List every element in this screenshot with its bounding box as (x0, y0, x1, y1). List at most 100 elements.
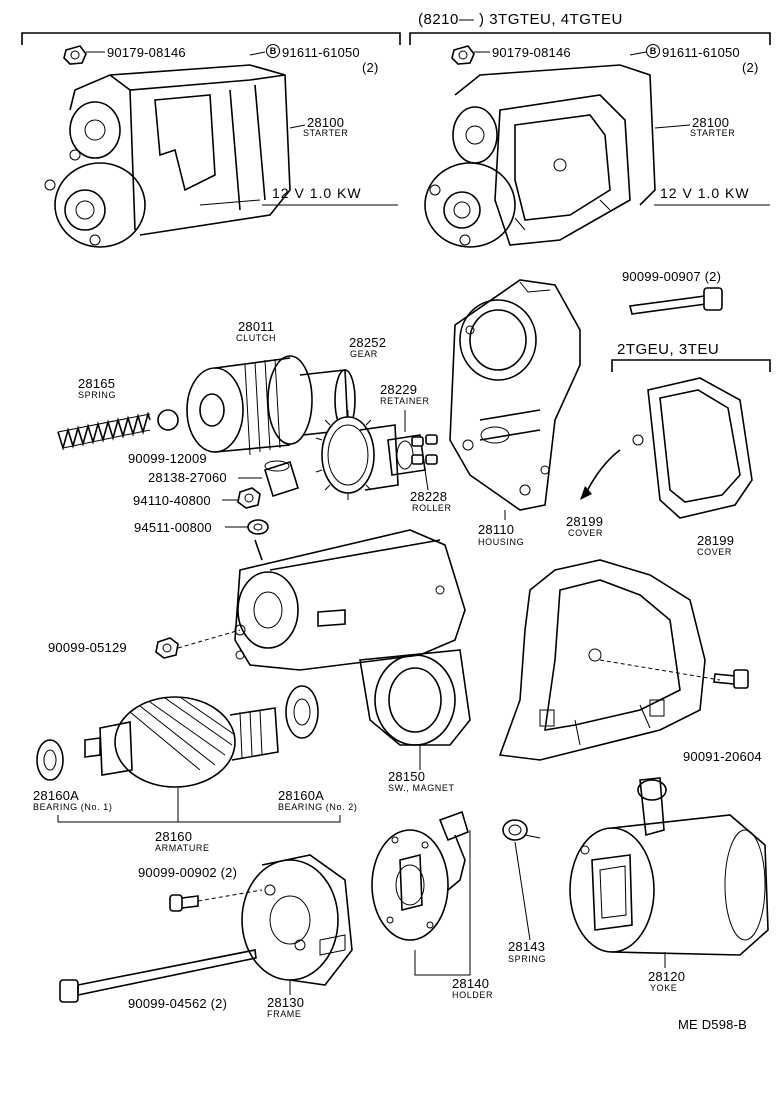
nut-left-number: 90179-08146 (107, 45, 186, 60)
bearing-2-number: 28160A (278, 788, 325, 803)
starter-right-drawing (424, 64, 656, 248)
top-right-bracket (409, 32, 771, 45)
leader (249, 51, 266, 56)
cover-mid-number: 28199 (566, 514, 604, 529)
roller-name: ROLLER (412, 503, 452, 513)
armature-bracket (57, 815, 341, 823)
rating-right: 12 V 1.0 KW (660, 185, 750, 201)
nut-right-drawing (451, 45, 475, 65)
bolt-right-marker: B (646, 44, 660, 58)
bolt-right-qty: (2) (742, 60, 759, 75)
bolt-left-marker-circle: B (266, 44, 280, 58)
leader (289, 124, 306, 129)
cover-variant-bracket (611, 359, 771, 372)
nut-left-drawing (63, 45, 87, 65)
magnet-switch-drawing (234, 529, 471, 746)
magnet-switch-name: SW., MAGNET (388, 783, 455, 793)
nut-right-number: 90179-08146 (492, 45, 571, 60)
nut-magnet-drawing (155, 637, 179, 659)
holder-drawing (371, 810, 469, 941)
retainer-name: RETAINER (380, 396, 430, 406)
gear-number: 28252 (349, 335, 387, 350)
bolt-right-marker-circle: B (646, 44, 660, 58)
frame-screw-drawing (169, 894, 199, 912)
washer-m8-drawing (247, 519, 269, 535)
nut-m8-drawing (237, 487, 261, 509)
roller-drawing (411, 434, 438, 465)
starter-left-number: 28100 (307, 115, 345, 130)
housing-bolt-drawing (629, 287, 723, 315)
frame-screw-number: 90099-00902 (2) (138, 865, 238, 880)
ball-number: 90099-12009 (128, 451, 207, 466)
starter-right-name: STARTER (690, 128, 736, 138)
bearing-1-number: 28160A (33, 788, 80, 803)
collar-drawing (264, 460, 299, 498)
frame-number: 28130 (267, 995, 305, 1010)
bearing-1-name: BEARING (No. 1) (33, 802, 113, 812)
yoke-drawing (569, 777, 769, 956)
clutch-drawing (186, 355, 356, 456)
holder-bracket (414, 830, 471, 976)
frame-screw-line (197, 889, 263, 902)
cover-right-number: 28199 (697, 533, 735, 548)
bolt-right-number: 91611-61050 (662, 45, 740, 60)
frame-name: FRAME (267, 1009, 302, 1019)
through-bolt-drawing (59, 949, 257, 1003)
rating-left: 12 V 1.0 KW (272, 185, 362, 201)
retainer-number: 28229 (380, 382, 418, 397)
gear-drawing (315, 410, 399, 500)
footer-code: ME D598-B (678, 1017, 747, 1032)
nut-m8-number: 94110-40800 (133, 493, 211, 508)
header-variant-right: 2TGEU, 3TEU (617, 341, 720, 358)
brush-spring-name: SPRING (508, 954, 547, 964)
cover-bolt-number: 90091-20604 (683, 749, 762, 764)
brush-spring-drawing (502, 819, 541, 841)
starter-right-number: 28100 (692, 115, 730, 130)
housing-number: 28110 (478, 522, 515, 537)
nut-magnet-number: 90099-05129 (48, 640, 127, 655)
bearing-2-name: BEARING (No. 2) (278, 802, 358, 812)
clutch-name: CLUTCH (236, 333, 277, 343)
cover-right-drawing (632, 377, 753, 519)
leader (424, 469, 429, 491)
housing-name: HOUSING (478, 537, 525, 547)
cover-arrow (584, 449, 621, 496)
magnet-switch-number: 28150 (388, 769, 426, 784)
bolt-left-number: 91611-61050 (282, 45, 360, 60)
starter-left-drawing (44, 64, 291, 248)
bolt-left-qty: (2) (362, 60, 379, 75)
leader (514, 841, 531, 941)
cover-mid-name: COVER (568, 528, 604, 538)
housing-drawing (449, 279, 581, 511)
cover-right-name: COVER (697, 547, 733, 557)
through-bolt-number: 90099-04562 (2) (128, 996, 228, 1011)
header-variant-top: (8210— ) 3TGTEU, 4TGTEU (418, 11, 623, 28)
cover-bolt-drawing (713, 669, 749, 689)
armature-number: 28160 (155, 829, 193, 844)
holder-number: 28140 (452, 976, 490, 991)
spring-number: 28165 (78, 376, 116, 391)
gear-name: GEAR (350, 349, 378, 359)
bearing-1-drawing (36, 739, 64, 781)
leader (654, 124, 691, 129)
yoke-number: 28120 (648, 969, 686, 984)
cover-arrow-head (580, 486, 592, 500)
cover-mid-drawing (498, 559, 706, 761)
housing-bolt-number: 90099-00907 (2) (622, 269, 722, 284)
armature-drawing (84, 696, 279, 788)
roller-number: 28228 (410, 489, 448, 504)
cover-bolt-line (599, 659, 721, 681)
spring-drawing (57, 411, 151, 451)
washer-m8-number: 94511-00800 (134, 520, 212, 535)
yoke-name: YOKE (650, 983, 678, 993)
spring-name: SPRING (78, 390, 117, 400)
clutch-number: 28011 (238, 319, 275, 334)
collar-number: 28138-27060 (148, 470, 227, 485)
leader (629, 51, 647, 56)
armature-name: ARMATURE (155, 843, 210, 853)
bolt-left-marker: B (266, 44, 280, 58)
steel-ball-drawing (157, 409, 179, 431)
starter-left-name: STARTER (303, 128, 349, 138)
holder-name: HOLDER (452, 990, 494, 1000)
